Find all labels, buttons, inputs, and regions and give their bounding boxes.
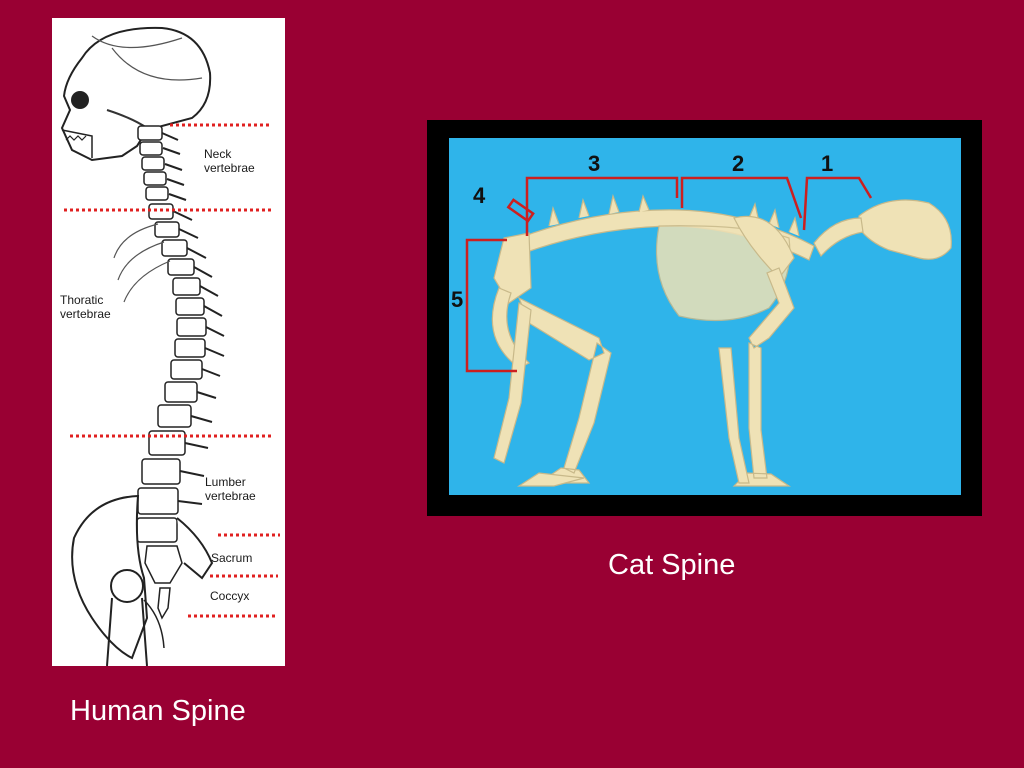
bracket-three	[525, 176, 679, 236]
bracket-one	[802, 176, 873, 231]
label-coccyx: Coccyx	[210, 589, 250, 603]
caption-cat-spine: Cat Spine	[608, 549, 736, 581]
cat-number-four: 4	[473, 183, 486, 208]
bracket-two	[680, 176, 803, 219]
human-spine-panel: Neck vertebrae Thoratic vertebrae Lumber…	[52, 18, 285, 666]
cat-number-one: 1	[821, 151, 834, 176]
cat-skeleton-photo: 1 2 3 4 5	[449, 138, 961, 495]
human-skeleton-illustration	[60, 26, 280, 666]
label-neck-vertebrae: Neck vertebrae	[204, 147, 255, 175]
bracket-four	[506, 198, 535, 223]
label-lumbar-vertebrae: Lumber vertebrae	[205, 475, 256, 503]
caption-human-spine: Human Spine	[70, 695, 246, 727]
cat-number-five: 5	[451, 287, 464, 312]
bracket-five	[465, 238, 517, 373]
cat-number-two: 2	[732, 151, 745, 176]
pelvis-drawing	[71, 494, 149, 660]
cat-number-three: 3	[588, 151, 601, 176]
cat-spine-panel: 1 2 3 4 5	[427, 120, 982, 516]
cat-skull	[858, 199, 952, 260]
cat-skeleton	[491, 193, 952, 487]
skull-drawing	[60, 26, 212, 162]
label-sacrum: Sacrum	[211, 551, 253, 565]
cat-pelvis	[493, 232, 532, 304]
label-thoracic-vertebrae: Thoratic vertebrae	[60, 293, 111, 321]
